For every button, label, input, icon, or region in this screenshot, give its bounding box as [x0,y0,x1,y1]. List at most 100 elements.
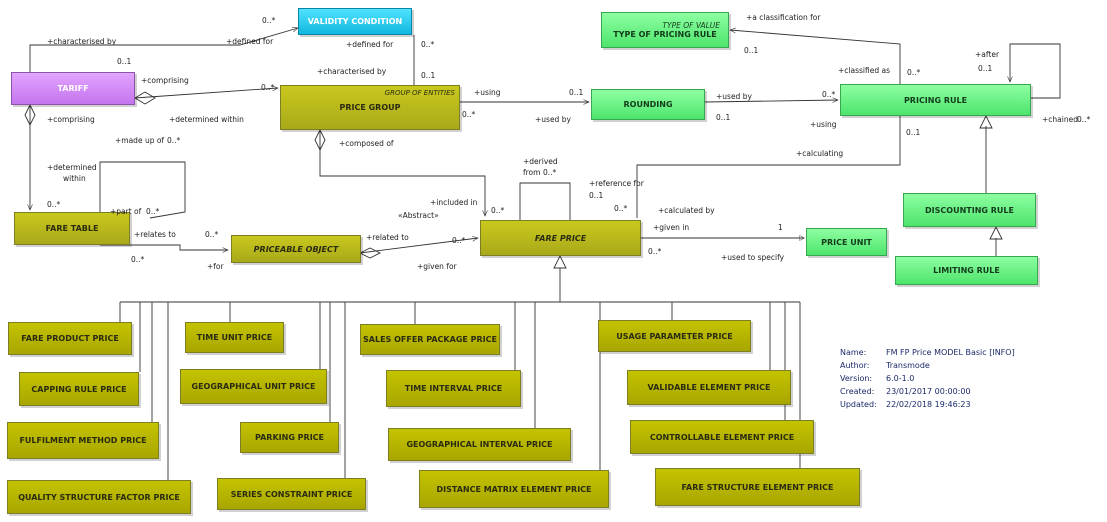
metadata-key: Name: [840,348,867,357]
assoc-fareprice-self [519,182,571,220]
class-fare-table[interactable]: FARE TABLE [14,212,130,245]
class-priceable-object[interactable]: PRICEABLE OBJECT [231,235,361,263]
class-validity-condition[interactable]: VALIDITY CONDITION [298,8,412,35]
role-label: +included in [430,198,478,207]
class-label: FARE PRODUCT PRICE [21,334,119,343]
class-type-of-pricing-rule[interactable]: TYPE OF VALUE TYPE OF PRICING RULE [601,12,729,48]
role-label: +calculated by [658,206,715,215]
multiplicity-label: 0..1 [716,113,731,122]
role-label: +given in [653,223,690,232]
class-label: DISTANCE MATRIX ELEMENT PRICE [436,484,592,494]
role-label: +determined [47,163,97,172]
class-label: PRICING RULE [903,95,968,105]
multiplicity-label: 0..1 [589,191,604,200]
class-label: CAPPING RULE PRICE [31,384,127,394]
class-fulfilment-method-price[interactable]: FULFILMENT METHOD PRICE [7,422,159,459]
multiplicity-label: 0..* [491,206,505,215]
class-fare-price[interactable]: FARE PRICE [480,220,641,256]
role-label: +calculating [796,149,844,158]
role-label: +part of [110,207,142,216]
role-label: +relates to [134,230,176,239]
multiplicity-label: 0..1 [906,128,921,137]
class-geographical-unit-price[interactable]: GEOGRAPHICAL UNIT PRICE [180,369,327,404]
class-label: DISCOUNTING RULE [925,205,1014,215]
multiplicity-label: 0..1 [744,46,759,55]
class-geographical-interval-price[interactable]: GEOGRAPHICAL INTERVAL PRICE [388,428,571,461]
metadata-key: Created: [840,387,875,396]
role-label: +characterised by [317,67,387,76]
class-label: PRICEABLE OBJECT [253,244,339,254]
class-label: FULFILMENT METHOD PRICE [19,436,147,445]
multiplicity-label: 1 [778,223,783,232]
assoc-tariff-validity [29,28,298,72]
multiplicity-label: 0..* [614,204,628,213]
class-price-group[interactable]: GROUP OF ENTITIES PRICE GROUP [280,85,460,130]
class-limiting-rule[interactable]: LIMITING RULE [895,256,1038,285]
class-label: QUALITY STRUCTURE FACTOR PRICE [18,492,180,502]
class-sales-offer-package-price[interactable]: SALES OFFER PACKAGE PRICE [360,324,500,355]
multiplicity-label: 0..* [648,247,662,256]
role-label: from [523,168,541,177]
class-fare-structure-element-price[interactable]: FARE STRUCTURE ELEMENT PRICE [655,468,860,506]
stereotype-label: GROUP OF ENTITIES [384,89,455,97]
metadata-value: 22/02/2018 19:46:23 [886,400,971,409]
metadata-value: 6.0-1.0 [886,374,915,383]
class-rounding[interactable]: ROUNDING [591,89,705,120]
stereotype-abstract: «Abstract» [398,211,439,220]
aggregation-diamond-pricegroup [314,128,326,152]
role-label: +reference for [589,179,644,188]
multiplicity-label: 0..* [543,168,557,177]
metadata-key: Updated: [840,400,877,409]
role-label: +related to [366,233,409,242]
class-time-interval-price[interactable]: TIME INTERVAL PRICE [386,370,521,407]
class-usage-parameter-price[interactable]: USAGE PARAMETER PRICE [598,320,751,352]
multiplicity-label: 0..1 [569,88,584,97]
class-label: PRICE GROUP [339,103,401,112]
metadata-value: Transmode [886,361,930,370]
role-label: +using [810,120,837,129]
assoc-fareprice-pricingrule [636,116,901,218]
role-label: +characterised by [47,37,117,46]
class-discounting-rule[interactable]: DISCOUNTING RULE [903,193,1036,227]
class-series-constraint-price[interactable]: SERIES CONSTRAINT PRICE [217,478,366,510]
multiplicity-label: 0..* [452,236,466,245]
class-label: PARKING PRICE [254,433,325,442]
class-label: LIMITING RULE [933,266,1000,275]
stereotype-label: TYPE OF VALUE [662,21,720,30]
class-controllable-element-price[interactable]: CONTROLLABLE ELEMENT PRICE [630,420,814,454]
class-label: FARE PRICE [534,233,587,243]
multiplicity-label: 0..1 [978,64,993,73]
multiplicity-label: 0..* [146,207,160,216]
aggregation-diamond-tariff [134,91,156,105]
role-label: +derived [523,157,558,166]
class-price-unit[interactable]: PRICE UNIT [806,228,887,256]
class-capping-rule-price[interactable]: CAPPING RULE PRICE [19,372,139,406]
class-tariff[interactable]: TARIFF [11,72,135,105]
role-label: +comprising [47,115,95,124]
metadata-value: 23/01/2017 00:00:00 [886,387,971,396]
class-parking-price[interactable]: PARKING PRICE [240,422,339,453]
class-pricing-rule[interactable]: PRICING RULE [840,84,1031,116]
role-label: +chained [1042,115,1078,124]
class-quality-structure-factor-price[interactable]: QUALITY STRUCTURE FACTOR PRICE [7,480,191,514]
class-time-unit-price[interactable]: TIME UNIT PRICE [185,322,284,353]
role-label: +defined for [226,37,274,46]
class-validable-element-price[interactable]: VALIDABLE ELEMENT PRICE [627,370,791,405]
class-distance-matrix-element-price[interactable]: DISTANCE MATRIX ELEMENT PRICE [419,470,609,508]
role-label: +used by [535,115,571,124]
multiplicity-label: 0..* [907,68,921,77]
role-label: +used by [716,92,752,101]
multiplicity-label: 0..* [261,83,275,92]
class-label: PRICE UNIT [821,237,872,247]
role-label: +classified as [838,66,890,75]
multiplicity-label: 0..* [822,90,836,99]
multiplicity-label: 0..* [131,255,145,264]
role-label: +after [975,50,1000,59]
assoc-priceable-fareprice [359,238,478,254]
class-label: TYPE OF PRICING RULE [613,30,717,39]
class-fare-product-price[interactable]: FARE PRODUCT PRICE [8,322,132,355]
assoc-tariff-pricegroup [134,88,278,99]
class-label: TARIFF [57,84,89,93]
class-label: SALES OFFER PACKAGE PRICE [363,335,497,344]
